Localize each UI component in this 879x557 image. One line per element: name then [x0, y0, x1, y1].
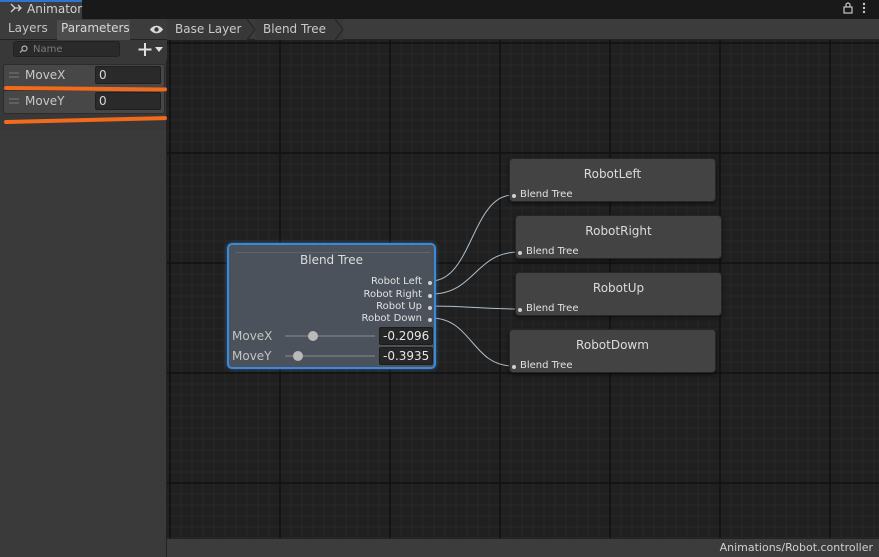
- parameter-value-field[interactable]: [95, 66, 161, 84]
- output-port-label: Robot Down: [361, 313, 422, 324]
- breadcrumb-label: Base Layer: [175, 22, 242, 36]
- eye-icon[interactable]: [149, 24, 164, 35]
- search-input[interactable]: [33, 42, 118, 56]
- blend-param-value-field[interactable]: [379, 347, 433, 365]
- breadcrumb-bar: [167, 19, 879, 40]
- animator-icon: [10, 3, 22, 13]
- input-port-label: Blend Tree: [520, 360, 573, 371]
- parameter-name[interactable]: MoveY: [25, 94, 65, 108]
- breadcrumb-separator-icon: [335, 19, 344, 40]
- input-port[interactable]: [518, 251, 522, 255]
- blend-param-slider[interactable]: [285, 335, 375, 337]
- blend-tree-node[interactable]: Blend Tree Robot Left Robot Right Robot …: [227, 243, 436, 369]
- input-port-label: Blend Tree: [526, 246, 579, 257]
- parameter-row-movey[interactable]: MoveY: [3, 90, 165, 114]
- motion-node-robot-right[interactable]: RobotRight Blend Tree: [515, 215, 722, 259]
- parameter-value-field[interactable]: [95, 92, 161, 110]
- drag-handle-icon[interactable]: [9, 72, 19, 78]
- tab-layers[interactable]: Layers: [8, 21, 48, 35]
- motion-node-title: RobotLeft: [583, 167, 642, 181]
- output-port[interactable]: [428, 281, 432, 285]
- input-port-label: Blend Tree: [520, 189, 573, 200]
- blend-tree-node-title: Blend Tree: [300, 253, 363, 267]
- blend-param-label: MoveY: [232, 349, 272, 363]
- plus-dropdown-icon[interactable]: [137, 41, 165, 58]
- breadcrumb-base-layer[interactable]: Base Layer: [167, 19, 247, 40]
- status-bar: [167, 538, 879, 557]
- tab-parameters[interactable]: Parameters: [57, 20, 130, 40]
- input-port[interactable]: [512, 194, 516, 198]
- parameter-name[interactable]: MoveX: [25, 68, 66, 82]
- output-port-label: Robot Right: [363, 289, 422, 300]
- tab-parameters-label: Parameters: [61, 21, 130, 35]
- slider-knob[interactable]: [308, 331, 318, 341]
- output-port[interactable]: [428, 294, 432, 298]
- kebab-menu-icon[interactable]: [861, 2, 867, 14]
- connection-line: [430, 251, 520, 295]
- input-port[interactable]: [518, 308, 522, 312]
- parameter-row-movex[interactable]: MoveX: [3, 64, 165, 88]
- connection-line: [430, 194, 514, 282]
- motion-node-robot-down[interactable]: RobotDowm Blend Tree: [509, 329, 716, 373]
- motion-node-title: RobotUp: [592, 281, 645, 295]
- output-port-label: Robot Left: [371, 276, 422, 287]
- connection-line: [430, 317, 514, 367]
- breadcrumb-label: Blend Tree: [263, 22, 326, 36]
- motion-node-title: RobotRight: [585, 224, 652, 238]
- window-titlebar: [0, 0, 879, 19]
- blend-param-slider[interactable]: [285, 355, 375, 357]
- animator-tab[interactable]: [0, 0, 82, 19]
- motion-node-robot-left[interactable]: RobotLeft Blend Tree: [509, 158, 716, 202]
- lock-icon[interactable]: [843, 2, 853, 14]
- search-icon: [19, 45, 28, 53]
- slider-knob[interactable]: [293, 351, 303, 361]
- output-port-label: Robot Up: [376, 301, 422, 312]
- output-port[interactable]: [428, 306, 432, 310]
- blend-param-label: MoveX: [232, 329, 273, 343]
- node-header-divider: [235, 252, 430, 253]
- input-port-label: Blend Tree: [526, 303, 579, 314]
- input-port[interactable]: [512, 365, 516, 369]
- output-port[interactable]: [428, 318, 432, 322]
- drag-handle-icon[interactable]: [9, 98, 19, 104]
- motion-node-robot-up[interactable]: RobotUp Blend Tree: [515, 272, 722, 316]
- blend-param-value-field[interactable]: [379, 327, 433, 345]
- motion-node-title: RobotDowm: [576, 338, 649, 352]
- connection-line: [430, 305, 520, 310]
- breadcrumb-blend-tree[interactable]: Blend Tree: [255, 19, 343, 40]
- asset-path: Animations/Robot.controller: [719, 541, 873, 554]
- tab-label: Animator: [27, 2, 83, 16]
- parameters-panel-empty-area: [0, 130, 167, 557]
